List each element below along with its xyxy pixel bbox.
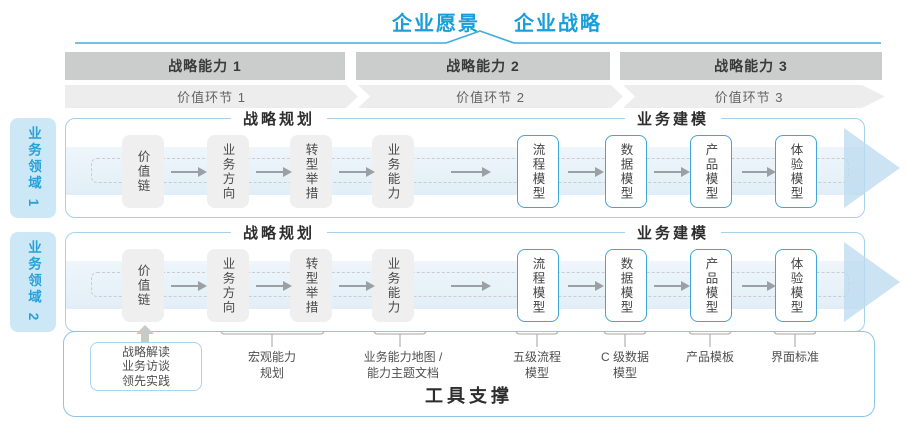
annotation-macro-capability: 宏观能力 规划 [197, 350, 347, 381]
business-domain-label-1: 业务领域 1 [10, 118, 56, 218]
flow-arrow-icon [256, 167, 292, 176]
value-link-segment-2: 价值环节 2 [358, 85, 623, 108]
flow-arrow-icon [654, 167, 690, 176]
box-product-model: 产品模型 [690, 249, 732, 322]
annotation-line: 界面标准 [770, 350, 819, 364]
box-value-chain: 价值链 [122, 135, 164, 208]
section-business-modeling: 业务建模 [624, 108, 722, 129]
strategy-title: 企业战略 [514, 13, 602, 35]
flow-arrow-icon [171, 281, 207, 290]
practice-line: 战略解读 [121, 344, 170, 359]
annotation-line: 模型 [524, 365, 549, 380]
domain-row-1: 战略规划 业务建模 价值链 业务方向 转型举措 业务能力 流程模型 数据模型 产… [65, 108, 900, 218]
annotation-line: 能力主题文档 [366, 365, 439, 380]
annotation-line: C 级数据 [600, 350, 649, 364]
box-business-direction: 业务方向 [207, 135, 249, 208]
box-data-model: 数据模型 [605, 249, 647, 322]
annotation-ui-standard: 界面标准 [720, 350, 870, 366]
box-business-capability: 业务能力 [372, 135, 414, 208]
annotation-line: 宏观能力 [247, 350, 296, 364]
box-process-model: 流程模型 [517, 135, 559, 208]
section-business-modeling: 业务建模 [624, 222, 722, 243]
box-transformation-initiative: 转型举措 [290, 135, 332, 208]
flow-arrow-icon [568, 281, 604, 290]
box-business-capability: 业务能力 [372, 249, 414, 322]
box-experience-model: 体验模型 [775, 135, 817, 208]
box-process-model: 流程模型 [517, 249, 559, 322]
annotation-line: 规划 [259, 365, 284, 380]
flow-arrow-icon [451, 281, 491, 290]
annotation-line: 五级流程 [512, 350, 561, 364]
domain-row-2: 战略规划 业务建模 价值链 业务方向 转型举措 业务能力 流程模型 数据模型 产… [65, 222, 900, 332]
flow-arrow-icon [171, 167, 207, 176]
section-strategic-planning: 战略规划 [230, 222, 328, 243]
capability-band-1: 战略能力 1 [65, 52, 345, 80]
section-strategic-planning: 战略规划 [230, 108, 328, 129]
box-transformation-initiative: 转型举措 [290, 249, 332, 322]
box-product-model: 产品模型 [690, 135, 732, 208]
annotation-process-model: 五级流程 模型 [462, 350, 612, 381]
practice-line: 领先实践 [121, 373, 170, 388]
arrow-head-icon [844, 128, 900, 208]
flow-arrow-icon [256, 281, 292, 290]
up-arrow-icon [136, 325, 154, 334]
box-value-chain: 价值链 [122, 249, 164, 322]
box-business-direction: 业务方向 [207, 249, 249, 322]
vision-title: 企业愿景 [392, 13, 480, 35]
annotation-capability-map: 业务能力地图 / 能力主题文档 [328, 350, 478, 381]
flow-arrow-icon [339, 167, 375, 176]
box-experience-model: 体验模型 [775, 249, 817, 322]
annotation-line: 模型 [612, 365, 637, 380]
annotation-line: 业务能力地图 / [363, 350, 443, 364]
flow-arrow-icon [742, 167, 776, 176]
flow-arrow-icon [451, 167, 491, 176]
value-link-segment-3: 价值环节 3 [623, 85, 885, 108]
annotation-data-model: C 级数据 模型 [550, 350, 700, 381]
up-arrow-shaft [141, 334, 149, 344]
capability-band-2: 战略能力 2 [356, 52, 610, 80]
flow-arrow-icon [654, 281, 690, 290]
value-link-segment-1: 价值环节 1 [65, 85, 358, 108]
capability-band-3: 战略能力 3 [620, 52, 882, 80]
business-domain-label-2: 业务领域 2 [10, 232, 56, 332]
box-data-model: 数据模型 [605, 135, 647, 208]
tool-support-title: 工具支撑 [425, 386, 513, 406]
flow-arrow-icon [568, 167, 604, 176]
strategy-input-box: 战略解读 业务访谈 领先实践 [90, 342, 202, 391]
flow-arrow-icon [339, 281, 375, 290]
arrow-head-icon [844, 242, 900, 322]
practice-line: 业务访谈 [121, 359, 170, 374]
flow-arrow-icon [742, 281, 776, 290]
annotation-line: 产品模板 [685, 350, 734, 364]
diagram-title: 企业愿景 企业战略 [42, 7, 910, 36]
tool-support-container: 工具支撑 [63, 331, 875, 417]
annotation-product-template: 产品模板 [635, 350, 785, 366]
